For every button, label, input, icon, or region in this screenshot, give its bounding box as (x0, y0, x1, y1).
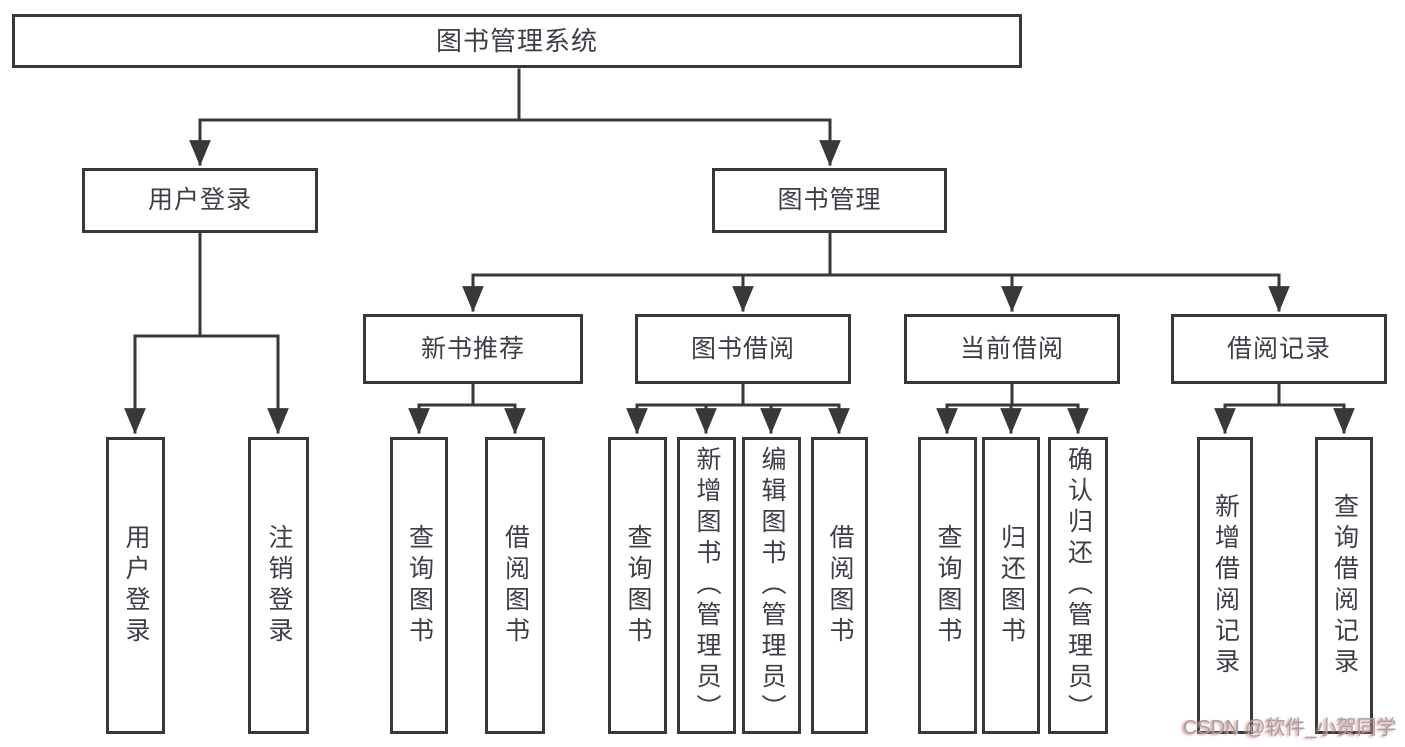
leaf-borrow-books-recommend: 借阅图书 (485, 437, 545, 734)
node-label: 当前借阅 (959, 334, 1064, 363)
leaf-logout: 注销登录 (248, 437, 309, 734)
leaf-label: 注销登录 (265, 523, 293, 648)
leaf-label: 查询图书 (934, 523, 962, 648)
leaf-edit-books-admin: 编辑图书（管理员） (742, 437, 801, 734)
node-borrow-records: 借阅记录 (1171, 314, 1387, 384)
leaf-add-borrow-record: 新增借阅记录 (1197, 437, 1253, 734)
node-system-root: 图书管理系统 (12, 14, 1022, 68)
node-new-book-recommend: 新书推荐 (363, 314, 583, 384)
leaf-label: 借阅图书 (826, 523, 854, 648)
leaf-query-books-recommend: 查询图书 (390, 437, 448, 734)
leaf-query-books-current: 查询图书 (918, 437, 977, 734)
node-current-borrow: 当前借阅 (904, 314, 1120, 384)
node-label: 新书推荐 (420, 334, 525, 363)
node-label: 图书管理系统 (435, 26, 598, 56)
leaf-label: 新增借阅记录 (1211, 492, 1240, 679)
node-label: 图书借阅 (690, 334, 795, 363)
node-book-management-branch: 图书管理 (712, 168, 947, 233)
leaf-confirm-return-admin: 确认归还（管理员） (1048, 437, 1108, 734)
node-user-login-branch: 用户登录 (82, 168, 318, 233)
node-label: 借阅记录 (1226, 334, 1331, 363)
leaf-label: 编辑图书（管理员） (758, 446, 786, 725)
leaf-label: 用户登录 (122, 523, 150, 648)
watermark-text: CSDN @软件_小贺同学 (1183, 717, 1397, 739)
leaf-label: 借阅图书 (501, 523, 530, 648)
node-book-borrow: 图书借阅 (635, 314, 851, 384)
leaf-label: 查询图书 (624, 523, 652, 648)
leaf-user-login: 用户登录 (106, 437, 165, 734)
leaf-return-books: 归还图书 (982, 437, 1040, 734)
leaf-query-borrow-record: 查询借阅记录 (1315, 437, 1373, 734)
leaf-borrow-books: 借阅图书 (811, 437, 868, 734)
node-label: 图书管理 (777, 186, 882, 214)
leaf-label: 查询图书 (405, 523, 434, 648)
leaf-query-books-borrow: 查询图书 (608, 437, 667, 734)
leaf-label: 确认归还（管理员） (1064, 446, 1093, 725)
leaf-add-books-admin: 新增图书（管理员） (677, 437, 736, 734)
leaf-label: 新增图书（管理员） (693, 446, 721, 725)
node-label: 用户登录 (147, 186, 252, 214)
leaf-label: 查询借阅记录 (1330, 492, 1359, 679)
connector-spines (133, 68, 1346, 407)
leaf-label: 归还图书 (997, 523, 1026, 648)
